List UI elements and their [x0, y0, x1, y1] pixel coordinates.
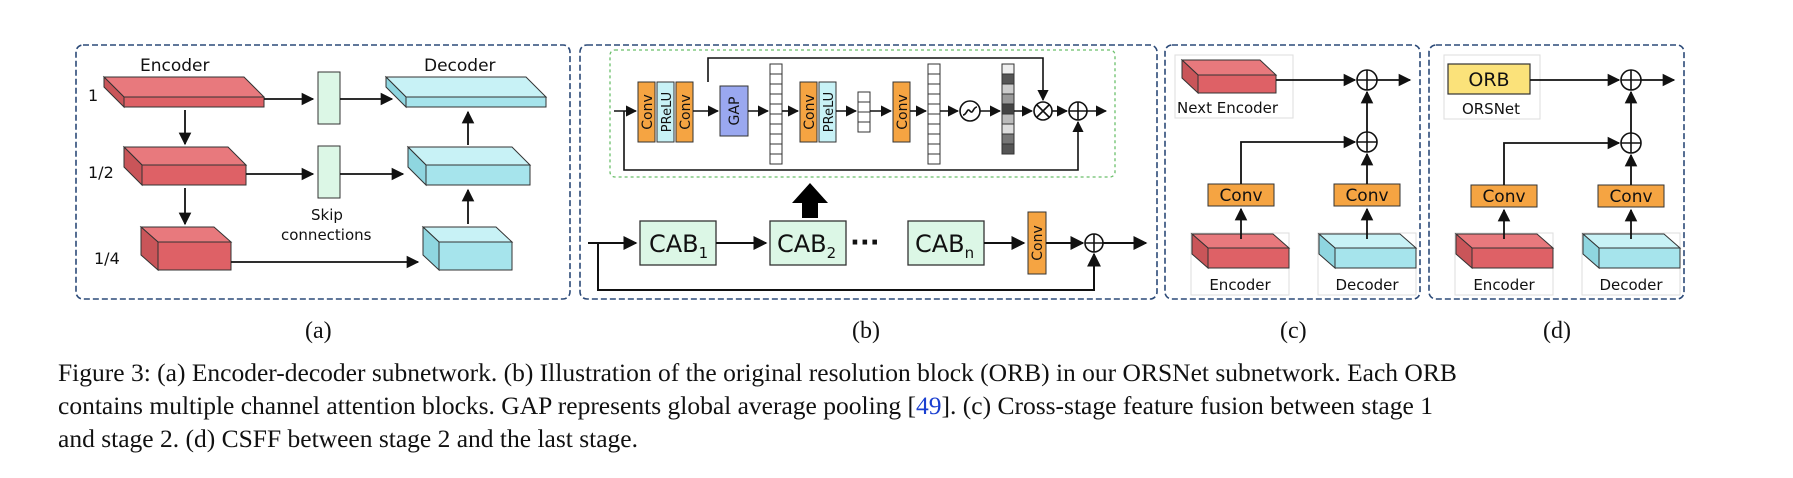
- cab-detail-arrows: [614, 57, 1108, 171]
- panel-a: Encoder Decoder 1 1/2 1/4: [75, 44, 571, 300]
- gap-label: GAP: [727, 97, 743, 126]
- orb-label: ORB: [1468, 69, 1509, 91]
- decoder-label-c: Decoder: [1335, 276, 1399, 294]
- panel-c: Next Encoder Conv Conv Encoder Decoder: [1164, 44, 1421, 300]
- panel-b: Conv PReLU Conv GAP Conv PReLU Conv: [579, 44, 1158, 300]
- conv-label-4: Conv: [895, 94, 911, 130]
- conv-label-d-right: Conv: [1609, 187, 1652, 207]
- conv-label-c-left: Conv: [1219, 186, 1262, 206]
- skip-label-line1: Skip: [311, 206, 343, 224]
- orb-block: [1447, 63, 1531, 95]
- feature-vector-3: [927, 63, 941, 165]
- expand-arrow: [792, 183, 828, 218]
- scale-label-2: 1/2: [88, 163, 114, 182]
- encoder-title: Encoder: [140, 56, 210, 76]
- panel-a-arrows: [178, 92, 475, 269]
- cab-block-1: [639, 220, 717, 266]
- cab-block-2: [769, 220, 847, 266]
- caption-line-2-post: ]. (c) Cross-stage feature fusion betwee…: [941, 391, 1433, 420]
- next-encoder-frame: [1174, 54, 1294, 119]
- cab-block-n: [907, 220, 985, 266]
- feature-vector-2: [857, 91, 871, 133]
- cab-label-n: CABn: [915, 230, 974, 262]
- conv-label-2: Conv: [678, 94, 694, 130]
- cab-label-1: CAB1: [649, 230, 708, 262]
- panel-label-a: (a): [305, 318, 332, 344]
- feature-vector-1: [769, 63, 783, 165]
- panel-label-d: (d): [1543, 318, 1571, 344]
- cab-detail-border: [609, 49, 1116, 178]
- panel-d-border: [1428, 44, 1685, 300]
- encoder-label-d: Encoder: [1473, 276, 1535, 294]
- panel-c-border: [1164, 44, 1421, 300]
- decoder-block-1: [384, 75, 548, 109]
- caption-line-2: contains multiple channel attention bloc…: [58, 389, 1758, 422]
- panel-d: ORB ORSNet Conv Conv Encoder Decoder: [1428, 44, 1685, 300]
- conv-label-3: Conv: [802, 94, 818, 130]
- encoder-block-3: [139, 225, 233, 272]
- cab-label-2: CAB2: [777, 230, 836, 262]
- decoder-block-c: [1317, 232, 1418, 270]
- scale-label-3: 1/4: [94, 249, 120, 268]
- skip-bar-2: [317, 145, 341, 199]
- prelu-block-2: [818, 81, 837, 143]
- panel-label-b: (b): [852, 318, 880, 344]
- panel-b-border: [579, 44, 1158, 300]
- panel-c-arrows: [1234, 73, 1412, 239]
- conv-label-c-right: Conv: [1345, 186, 1388, 206]
- encoder-block-c: [1190, 232, 1291, 270]
- skip-label-line2: connections: [281, 226, 372, 244]
- conv-block-2: [675, 81, 694, 143]
- conv-label-1: Conv: [640, 94, 656, 130]
- decoder-label-d: Decoder: [1599, 276, 1663, 294]
- orsnet-label: ORSNet: [1462, 100, 1520, 118]
- figure-caption: Figure 3: (a) Encoder-decoder subnetwork…: [58, 356, 1758, 455]
- caption-line-1: Figure 3: (a) Encoder-decoder subnetwork…: [58, 358, 1457, 387]
- decoder-title: Decoder: [424, 56, 496, 76]
- conv-block-3: [799, 81, 818, 143]
- decoder-block-3: [421, 225, 514, 272]
- next-encoder-label: Next Encoder: [1177, 99, 1279, 117]
- panel-d-arrows: [1497, 73, 1676, 239]
- prelu-label-2: PReLU: [822, 92, 837, 132]
- conv-block-1: [637, 81, 656, 143]
- orsnet-frame: [1443, 54, 1541, 120]
- skip-bar-1: [317, 71, 341, 125]
- attention-weights-vector: [1001, 63, 1015, 155]
- caption-line-3: and stage 2. (d) CSFF between stage 2 an…: [58, 424, 639, 453]
- citation-link[interactable]: 49: [916, 391, 942, 420]
- caption-line-2-pre: contains multiple channel attention bloc…: [58, 391, 917, 420]
- encoder-label-c: Encoder: [1209, 276, 1271, 294]
- panel-label-c: (c): [1280, 318, 1307, 344]
- conv-label-d-left: Conv: [1482, 187, 1525, 207]
- conv-label-5: Conv: [1030, 225, 1046, 261]
- encoder-block-d: [1454, 232, 1555, 270]
- prelu-block: [656, 81, 675, 143]
- cab-ellipsis: ···: [850, 228, 880, 258]
- encoder-block-1: [102, 75, 266, 109]
- scale-label-1: 1: [88, 86, 98, 105]
- conv-block-4: [892, 81, 911, 143]
- next-encoder-block: [1180, 58, 1278, 95]
- cab-chain-arrows: [588, 236, 1148, 291]
- encoder-block-2: [122, 145, 248, 187]
- prelu-label-1: PReLU: [660, 92, 675, 132]
- decoder-block-d: [1581, 232, 1682, 270]
- decoder-block-2: [406, 145, 532, 187]
- panel-a-border: [75, 44, 571, 300]
- gap-block: [719, 85, 749, 137]
